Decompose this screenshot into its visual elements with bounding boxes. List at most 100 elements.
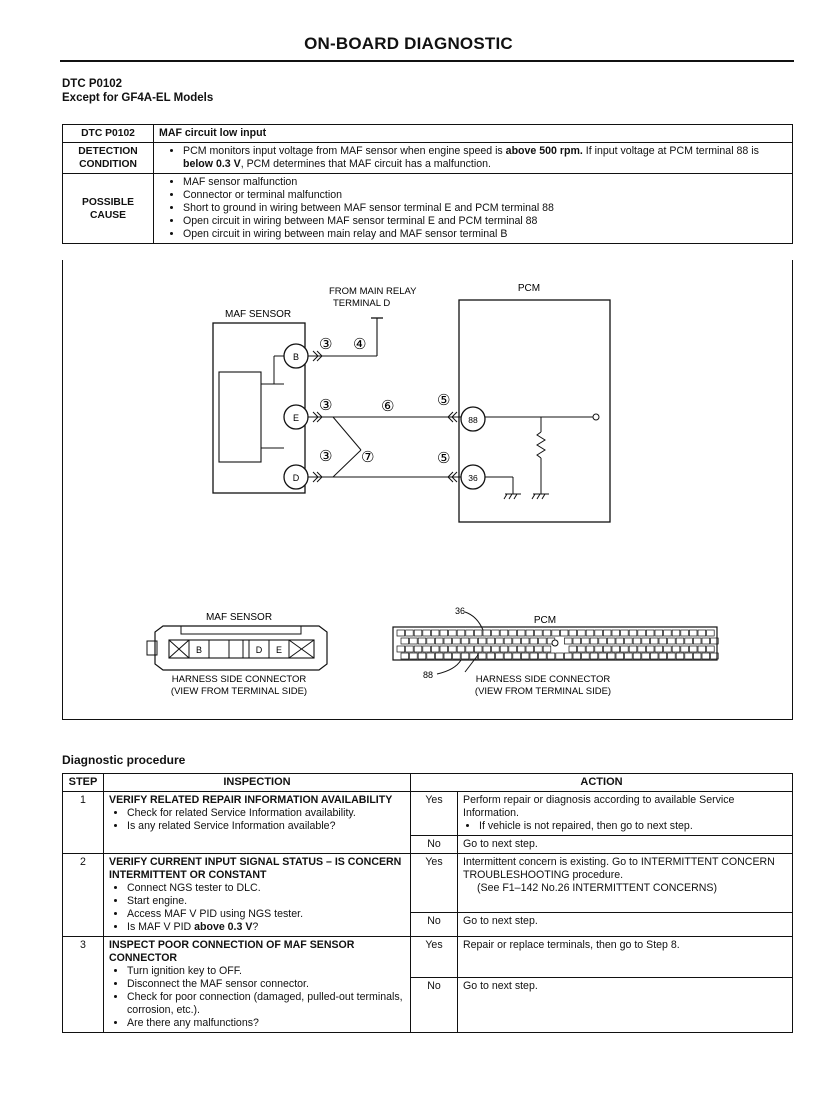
conn-maf-caption-2: (VIEW FROM TERMINAL SIDE)	[171, 686, 307, 697]
cause-list: MAF sensor malfunction Connector or term…	[159, 176, 787, 241]
step-2-last-bold: above 0.3 V	[194, 921, 253, 933]
marker-7: ⑦	[361, 449, 374, 466]
conn-pcm-pin	[435, 652, 444, 660]
conn-maf-pin-d: D	[256, 645, 263, 655]
conn-maf-caption-1: HARNESS SIDE CONNECTOR	[172, 674, 307, 685]
conn-pcm-title: PCM	[534, 615, 556, 626]
detection-label-line1: DETECTION	[78, 146, 138, 157]
conn-pcm-pin	[646, 645, 655, 653]
conn-pcm-pin	[594, 629, 603, 637]
step-3-yes-action: Repair or replace terminals, then go to …	[457, 936, 793, 978]
conn-pcm-pin	[628, 629, 638, 637]
procedure-title: Diagnostic procedure	[62, 753, 186, 767]
conn-pcm-pin	[607, 652, 616, 660]
pcm-label: PCM	[518, 283, 540, 294]
conn-pcm-pin	[499, 629, 509, 637]
conn-maf-latch	[180, 625, 302, 635]
procedure-header-row: STEP INSPECTION ACTION	[62, 773, 793, 792]
conn-pcm-pin	[456, 645, 466, 653]
step-2-number: 2	[62, 853, 104, 937]
conn-pcm-pin	[465, 629, 474, 637]
conn-pcm-pin	[701, 637, 710, 645]
conn-pcm-pin	[452, 637, 461, 645]
conn-pcm-pin	[710, 652, 719, 660]
conn-pcm-key	[551, 639, 559, 647]
step-2-last-post: ?	[252, 921, 259, 933]
pcm-resistor-symbol	[536, 431, 546, 459]
conn-pcm-pin	[555, 652, 564, 660]
conn-pcm-pin	[443, 652, 452, 660]
conn-pcm-pin	[654, 645, 663, 653]
conn-pcm-pin	[589, 652, 599, 660]
conn-pcm-pin	[503, 652, 513, 660]
conn-pcm-pin	[671, 629, 681, 637]
step-1-yes-label: Yes	[410, 791, 458, 836]
conn-pcm-pin	[512, 637, 521, 645]
conn-pcm-pin	[529, 637, 538, 645]
conn-pcm-pin	[620, 645, 629, 653]
conn-pcm-pin	[658, 652, 667, 660]
conn-pcm-pin	[680, 629, 689, 637]
conn-pcm-pin	[521, 637, 530, 645]
conn-pcm-pin	[658, 637, 667, 645]
conn-pcm-pin	[400, 637, 409, 645]
conn-pcm-pin	[710, 637, 719, 645]
step-1-inspection: VERIFY RELATED REPAIR INFORMATION AVAILA…	[103, 791, 411, 854]
conn-pcm-pin	[456, 629, 466, 637]
pcm-chevron-88	[447, 411, 458, 423]
conn-pcm-pin	[474, 629, 483, 637]
conn-pcm-pin	[538, 637, 547, 645]
conn-pcm-pin	[542, 645, 552, 653]
conn-pcm-pin	[650, 637, 659, 645]
cause-label-line1: POSSIBLE	[81, 196, 135, 208]
marker-5-88: ⑤	[437, 392, 450, 409]
dtc-desc-cell: MAF circuit low input	[153, 124, 793, 143]
conn-pcm-pin	[560, 629, 569, 637]
pcm-chevron-36	[447, 471, 458, 483]
marker-6: ⑥	[381, 398, 394, 415]
step-3-title: INSPECT POOR CONNECTION OF MAF SENSOR CO…	[109, 939, 355, 964]
conn-pcm-pin	[426, 652, 435, 660]
conn-pcm-pin	[443, 637, 452, 645]
title-rule	[60, 60, 794, 62]
step-1-yes-action-text: Perform repair or diagnosis according to…	[463, 794, 735, 819]
conn-pcm-pin	[624, 652, 633, 660]
step-2-no-label: No	[410, 911, 458, 938]
conn-pcm-pin	[603, 645, 612, 653]
step-1-yes-row: 1 VERIFY RELATED REPAIR INFORMATION AVAI…	[62, 791, 793, 854]
terminal-d-label: D	[293, 473, 300, 483]
cause-label-line2: CAUSE	[89, 209, 127, 221]
pcm-terminal-36-label: 36	[468, 473, 478, 483]
conn-pcm-pin	[465, 645, 474, 653]
conn-pcm-pin36-label: 36	[455, 606, 465, 616]
detection-text-mid: If input voltage at PCM terminal 88 is	[582, 145, 759, 157]
conn-pcm-pin	[478, 652, 487, 660]
conn-pcm-pin	[482, 629, 491, 637]
header-inspection: INSPECTION	[103, 773, 411, 792]
conn-pcm-pin	[460, 652, 470, 660]
conn-pcm-pin	[503, 637, 513, 645]
step-2-title: VERIFY CURRENT INPUT SIGNAL STATUS – IS …	[109, 856, 402, 881]
cause-item: Open circuit in wiring between MAF senso…	[183, 215, 787, 228]
conn-pcm-pin	[598, 637, 607, 645]
conn-maf-pin-b: B	[196, 645, 202, 655]
step-3-number: 3	[62, 936, 104, 1033]
conn-pcm-pin	[508, 629, 517, 637]
conn-pcm-pin	[589, 637, 599, 645]
conn-pcm-pin	[499, 645, 509, 653]
conn-pcm-pin	[572, 637, 581, 645]
conn-pcm-pin	[585, 629, 595, 637]
conn-pcm-pin	[439, 629, 448, 637]
conn-pcm-pin	[641, 637, 650, 645]
step-1-bullet: Is any related Service Information avail…	[127, 820, 405, 833]
conn-pcm-pin	[706, 629, 715, 637]
maf-sensor-element	[218, 371, 262, 463]
conn-pcm-pin	[482, 645, 491, 653]
conn-pcm-pin	[448, 645, 457, 653]
conn-pcm-pin	[701, 652, 710, 660]
conn-pcm-pin	[577, 645, 586, 653]
dtc-code-row: DTC P0102 MAF circuit low input	[62, 124, 793, 143]
step-3-yes-label: Yes	[410, 936, 458, 978]
conn-pcm-pin	[517, 645, 526, 653]
detection-text-pre: PCM monitors input voltage from MAF sens…	[183, 145, 506, 157]
